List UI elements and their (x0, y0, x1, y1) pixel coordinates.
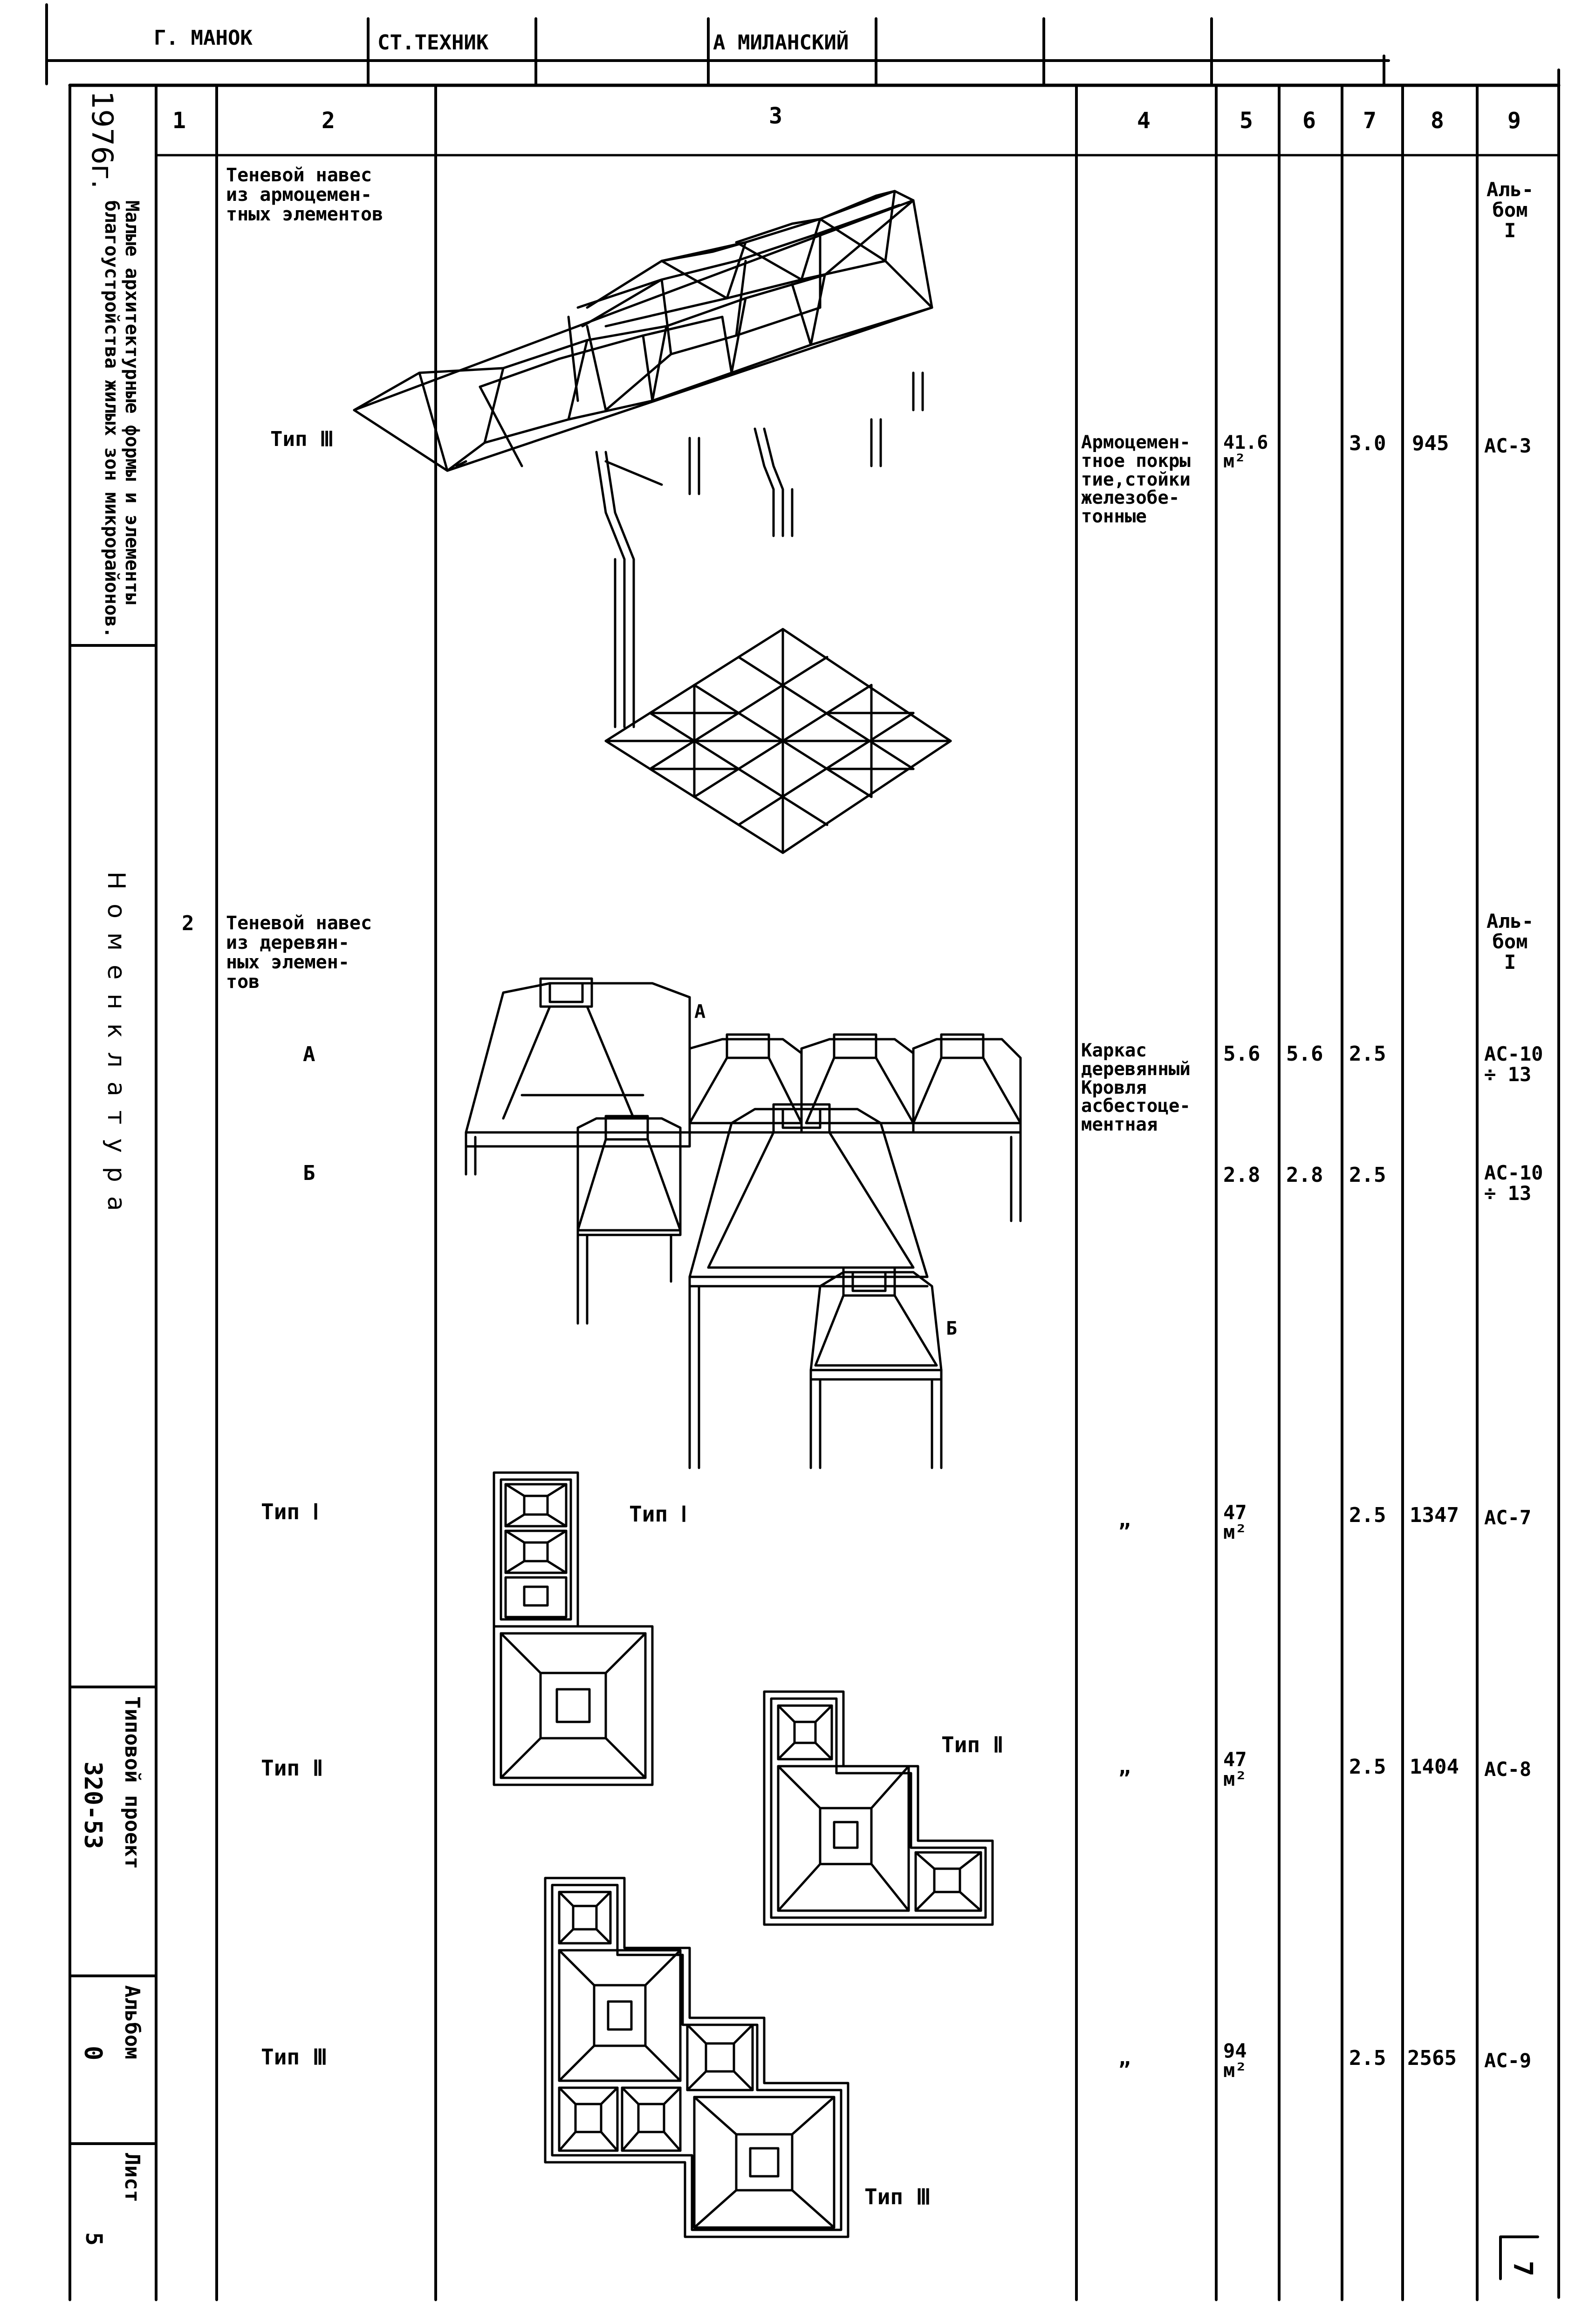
row1-name: Теневой навес из армоцемен- тных элемент… (226, 165, 384, 225)
column-header-2: 2 (322, 108, 335, 134)
stamp-role: СТ.ТЕХНИК (377, 31, 489, 55)
gazebo-label-a: А (694, 1001, 706, 1022)
row5-col5: 94 м² (1223, 2039, 1247, 2082)
row4-type: Тип Ⅱ (261, 1755, 323, 1781)
row3-ref: АС-7 (1484, 1506, 1532, 1529)
side-title: Малые архитектурные формы и элементы бла… (101, 200, 143, 638)
column-header-5: 5 (1240, 108, 1253, 134)
side-album-number: 0 (79, 2046, 107, 2061)
corner-mark: 7 (1507, 2261, 1538, 2276)
column-header-4: 4 (1137, 108, 1151, 134)
row3-type: Тип Ⅰ (261, 1499, 319, 1524)
row2-name: Теневой навес из деревян- ных элемен- то… (226, 912, 372, 993)
plan-label-type-2: Тип Ⅱ (941, 1732, 1004, 1757)
row1-col5: 41.6 м² (1223, 432, 1268, 472)
row2b-ref: АС-10 ÷ 13 (1484, 1161, 1543, 1205)
row2b-col5: 2.8 (1223, 1163, 1260, 1187)
row4-ref: АС-8 (1484, 1758, 1532, 1781)
top-stamp-lines (45, 3, 1560, 2299)
stamp-name: Г. МАНОК (154, 26, 253, 50)
armocement-canopy-drawing (353, 190, 933, 728)
row1-album-ref: Аль- бом I (1486, 178, 1534, 242)
row2b-col7: 2.5 (1349, 1163, 1386, 1187)
side-year: 1976г. (85, 91, 119, 189)
column-header-7: 7 (1363, 108, 1377, 134)
table-grid (68, 83, 1561, 2301)
row2a-col6: 5.6 (1286, 1042, 1323, 1066)
row4-col7: 2.5 (1349, 1755, 1386, 1779)
side-album-label: Альбом (120, 1985, 144, 2059)
column-header-8: 8 (1431, 108, 1444, 134)
row1-description: Армоцемен- тное покры тие,стойки железоб… (1081, 432, 1191, 528)
row3-col7: 2.5 (1349, 1503, 1386, 1527)
row2a-type: А (303, 1042, 315, 1066)
plan-label-type-3: Тип Ⅲ (864, 2184, 931, 2209)
row5-description: „ (1118, 2046, 1131, 2070)
column-header-9: 9 (1507, 108, 1521, 134)
row2a-col5: 5.6 (1223, 1042, 1260, 1066)
row5-col7: 2.5 (1349, 2046, 1386, 2070)
wooden-gazebo-drawing (465, 977, 1022, 1469)
row2-description: Каркас деревянный Кровля асбестоце- мент… (1081, 1040, 1191, 1136)
row2-number: 2 (182, 912, 194, 935)
row4-col5: 47 м² (1223, 1748, 1247, 1790)
row4-description: „ (1118, 1755, 1131, 1779)
row1-ref: АС-3 (1484, 434, 1532, 457)
diamond-plan-drawing (604, 628, 952, 854)
row3-description: „ (1118, 1508, 1131, 1532)
side-sheet-number: 5 (81, 2232, 107, 2246)
side-sheet-label: Лист (120, 2153, 144, 2202)
column-header-6: 6 (1302, 108, 1316, 134)
stamp-author: А МИЛАНСКИЙ (713, 31, 849, 55)
row1-col8: 945 (1412, 432, 1449, 455)
row2-album-ref: Аль- бом I (1486, 910, 1534, 974)
row1-col7: 3.0 (1349, 432, 1386, 455)
row1-type: Тип Ⅲ (270, 427, 334, 451)
side-project-number: 320-53 (79, 1762, 107, 1849)
plan-type-2-drawing (763, 1690, 994, 1926)
row5-type: Тип Ⅲ (261, 2044, 328, 2070)
row3-col5: 47 м² (1223, 1501, 1247, 1543)
row4-col8: 1404 (1410, 1755, 1459, 1779)
row5-col8: 2565 (1407, 2046, 1457, 2070)
plan-label-type-1: Тип Ⅰ (629, 1501, 687, 1527)
side-project-label: Типовой проект (120, 1696, 144, 1869)
side-section: Номенклатура (102, 871, 130, 1225)
gazebo-label-b: Б (946, 1318, 958, 1339)
row2b-type: Б (303, 1161, 315, 1185)
plan-type-1-drawing (493, 1471, 654, 1786)
column-header-1: 1 (172, 108, 186, 134)
plan-type-3-drawing (544, 1877, 849, 2238)
row5-ref: АС-9 (1484, 2049, 1532, 2072)
row2a-ref: АС-10 ÷ 13 (1484, 1042, 1543, 1086)
row2b-col6: 2.8 (1286, 1163, 1323, 1187)
column-header-3: 3 (769, 103, 782, 129)
row3-col8: 1347 (1410, 1503, 1459, 1527)
row2a-col7: 2.5 (1349, 1042, 1386, 1066)
